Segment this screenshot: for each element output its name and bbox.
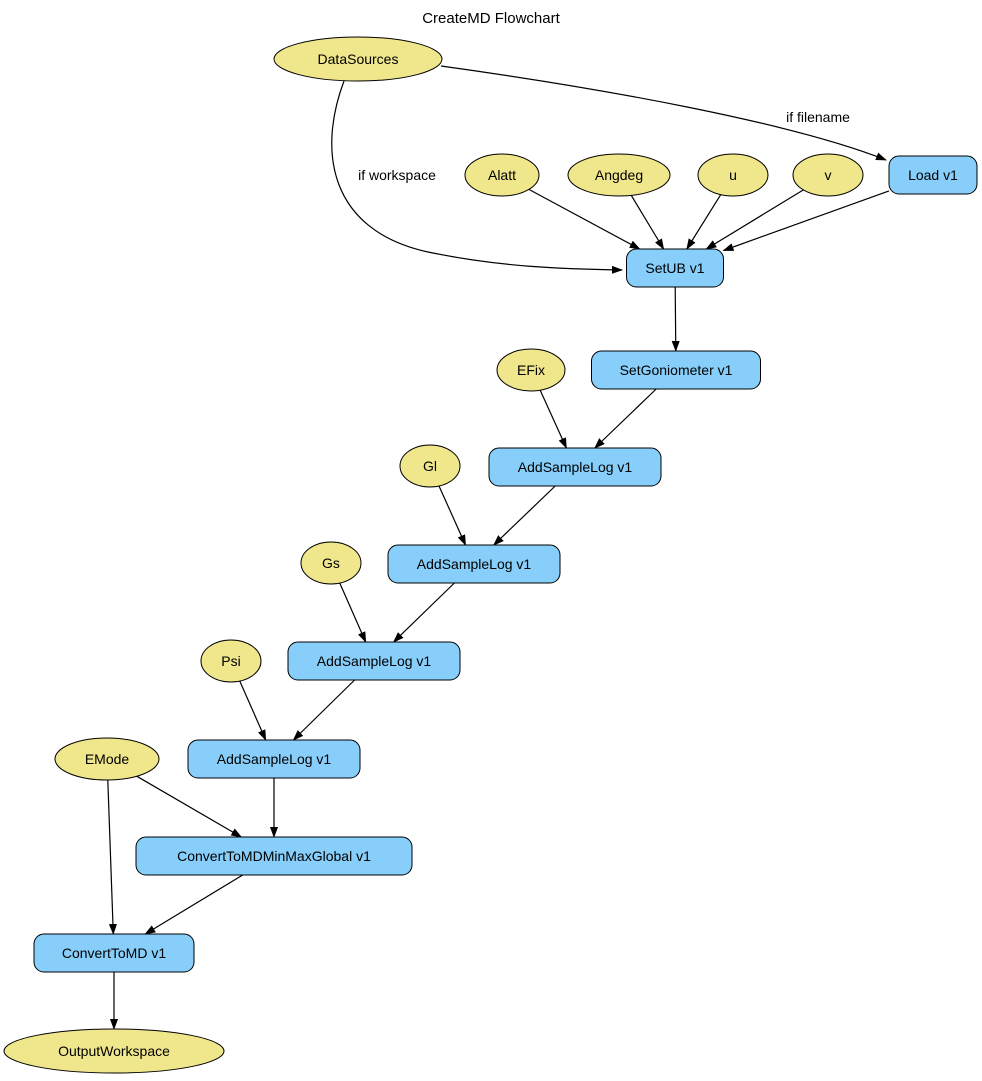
- v-node: v: [792, 153, 864, 197]
- addsamplelog2-node: AddSampleLog v1: [387, 544, 561, 584]
- addsamplelog1-label: AddSampleLog v1: [518, 459, 633, 475]
- outputworkspace-shape-ellipse: [3, 1028, 225, 1074]
- alatt-node: Alatt: [464, 153, 540, 197]
- datasources-label: DataSources: [318, 51, 399, 67]
- converttomd-node: ConvertToMD v1: [33, 933, 195, 973]
- load-node: Load v1: [888, 155, 978, 195]
- edge-addsamplelog2-to-addsamplelog3: [392, 582, 455, 643]
- v-label: v: [825, 167, 832, 183]
- psi-node: Psi: [200, 639, 262, 683]
- edge-label-datasources-to-setub: if workspace: [358, 167, 436, 183]
- setub-shape-rect: [626, 248, 724, 288]
- addsamplelog1-node: AddSampleLog v1: [488, 447, 662, 487]
- datasources-shape-ellipse: [273, 36, 443, 82]
- load-shape-rect: [888, 155, 978, 195]
- gl-node: Gl: [399, 444, 461, 488]
- addsamplelog4-label: AddSampleLog v1: [217, 751, 332, 767]
- diagram-title: CreateMD Flowchart: [422, 10, 560, 27]
- converttomd-label: ConvertToMD v1: [62, 945, 166, 961]
- gl-label: Gl: [423, 458, 437, 474]
- gs-node: Gs: [300, 541, 362, 585]
- edge-label-datasources-to-load: if filename: [786, 109, 850, 125]
- setub-node: SetUB v1: [626, 248, 724, 288]
- edge-load-to-setub: [722, 190, 890, 252]
- edge-psi-to-addsamplelog4: [239, 680, 267, 741]
- edge-emode-to-converttomd: [107, 779, 117, 935]
- setgoniometer-label: SetGoniometer v1: [620, 362, 733, 378]
- setgoniometer-node: SetGoniometer v1: [591, 350, 761, 390]
- edge-datasources-to-load: [440, 65, 887, 161]
- addsamplelog4-shape-rect: [187, 739, 361, 779]
- edge-datasources-to-setub: [331, 80, 623, 274]
- edge-addsamplelog3-to-addsamplelog4: [292, 679, 356, 741]
- datasources-node: DataSources: [273, 36, 443, 82]
- addsamplelog4-node: AddSampleLog v1: [187, 739, 361, 779]
- addsamplelog3-node: AddSampleLog v1: [287, 641, 461, 681]
- u-shape-ellipse: [697, 153, 769, 197]
- edge-convertomdminmax-to-converttomd: [144, 874, 244, 935]
- efix-shape-ellipse: [496, 348, 566, 392]
- angdeg-node: Angdeg: [567, 153, 671, 197]
- emode-shape-ellipse: [54, 737, 160, 781]
- setgoniometer-shape-rect: [591, 350, 761, 390]
- outputworkspace-label: OutputWorkspace: [58, 1043, 170, 1059]
- edge-addsamplelog1-to-addsamplelog2: [493, 485, 556, 546]
- load-label: Load v1: [908, 167, 958, 183]
- edge-angdeg-to-setub: [630, 195, 665, 250]
- alatt-shape-ellipse: [464, 153, 540, 197]
- alatt-label: Alatt: [488, 167, 516, 183]
- edge-alatt-to-setub: [528, 188, 641, 250]
- edge-setgoniometer-to-addsamplelog1: [594, 388, 657, 449]
- convertomdminmax-label: ConvertToMDMinMaxGlobal v1: [177, 848, 371, 864]
- gl-shape-ellipse: [399, 444, 461, 488]
- edge-setub-to-setgoniometer: [671, 286, 680, 352]
- u-node: u: [697, 153, 769, 197]
- converttomd-shape-rect: [33, 933, 195, 973]
- addsamplelog2-label: AddSampleLog v1: [417, 556, 532, 572]
- edge-v-to-setub: [705, 189, 804, 250]
- addsamplelog1-shape-rect: [488, 447, 662, 487]
- emode-label: EMode: [85, 751, 130, 767]
- gs-shape-ellipse: [300, 541, 362, 585]
- edge-emode-to-convertomdminmax: [136, 775, 243, 838]
- addsamplelog3-shape-rect: [287, 641, 461, 681]
- convertomdminmax-shape-rect: [135, 836, 413, 876]
- setub-label: SetUB v1: [645, 260, 704, 276]
- v-shape-ellipse: [792, 153, 864, 197]
- angdeg-shape-ellipse: [567, 153, 671, 197]
- efix-label: EFix: [517, 362, 545, 378]
- addsamplelog2-shape-rect: [387, 544, 561, 584]
- psi-shape-ellipse: [200, 639, 262, 683]
- angdeg-label: Angdeg: [595, 167, 643, 183]
- u-label: u: [729, 167, 737, 183]
- psi-label: Psi: [221, 653, 240, 669]
- edge-gs-to-addsamplelog3: [339, 582, 367, 643]
- edge-u-to-setub: [686, 194, 722, 250]
- gs-label: Gs: [322, 555, 340, 571]
- emode-node: EMode: [54, 737, 160, 781]
- edge-gl-to-addsamplelog2: [438, 485, 467, 546]
- edge-efix-to-addsamplelog1: [539, 389, 567, 449]
- addsamplelog3-label: AddSampleLog v1: [317, 653, 432, 669]
- convertomdminmax-node: ConvertToMDMinMaxGlobal v1: [135, 836, 413, 876]
- efix-node: EFix: [496, 348, 566, 392]
- outputworkspace-node: OutputWorkspace: [3, 1028, 225, 1074]
